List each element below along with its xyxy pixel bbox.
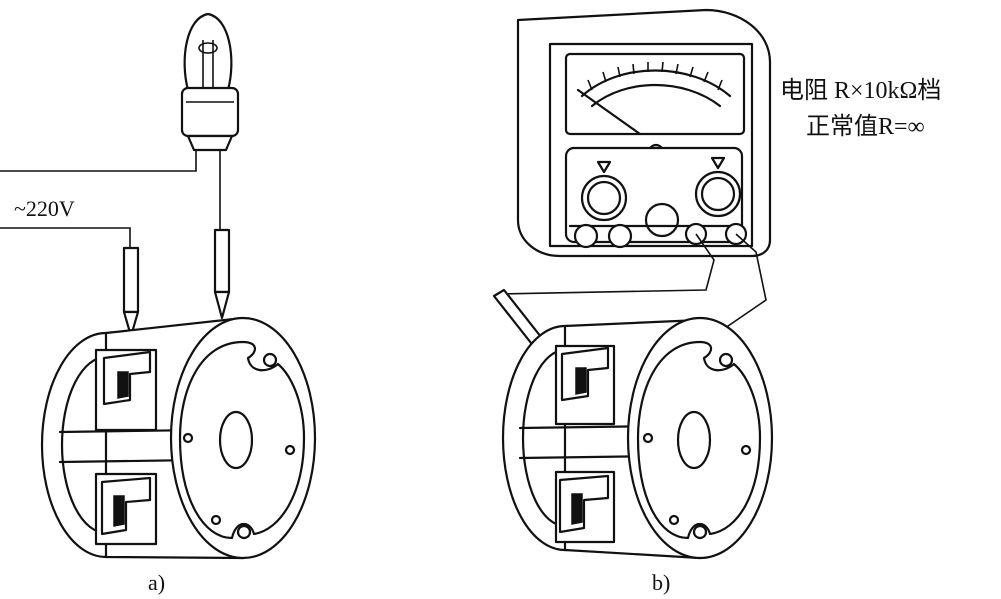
- meter-dial: [564, 52, 746, 136]
- caption-b: b): [652, 570, 670, 595]
- panel-a: ~220V a): [0, 12, 317, 595]
- range-knob-right[interactable]: [694, 156, 742, 218]
- ohm-adjust-knob[interactable]: [644, 202, 680, 238]
- supply-voltage-label: ~220V: [14, 196, 75, 221]
- rotor-b: [501, 316, 774, 560]
- test-lead-1: [497, 233, 715, 295]
- meter-setting-label: 电阻 R×10kΩ档: [780, 77, 941, 104]
- rotor-a: [40, 316, 317, 560]
- multimeter: [516, 8, 772, 258]
- meter-needle: [576, 88, 642, 136]
- supply-wire-bottom: [0, 227, 131, 248]
- probe-left: [122, 246, 140, 338]
- caption-a: a): [148, 570, 165, 595]
- jack-2[interactable]: [607, 223, 633, 249]
- normal-value-label: 正常值R=∞: [806, 113, 925, 140]
- panel-b: 电阻 R×10kΩ档 正常值R=∞ b): [492, 8, 941, 595]
- test-lamp: [180, 12, 240, 152]
- probe-right: [213, 228, 231, 320]
- jack-1[interactable]: [573, 223, 599, 249]
- range-knob-left[interactable]: [580, 160, 628, 222]
- supply-wire-top: [0, 128, 197, 172]
